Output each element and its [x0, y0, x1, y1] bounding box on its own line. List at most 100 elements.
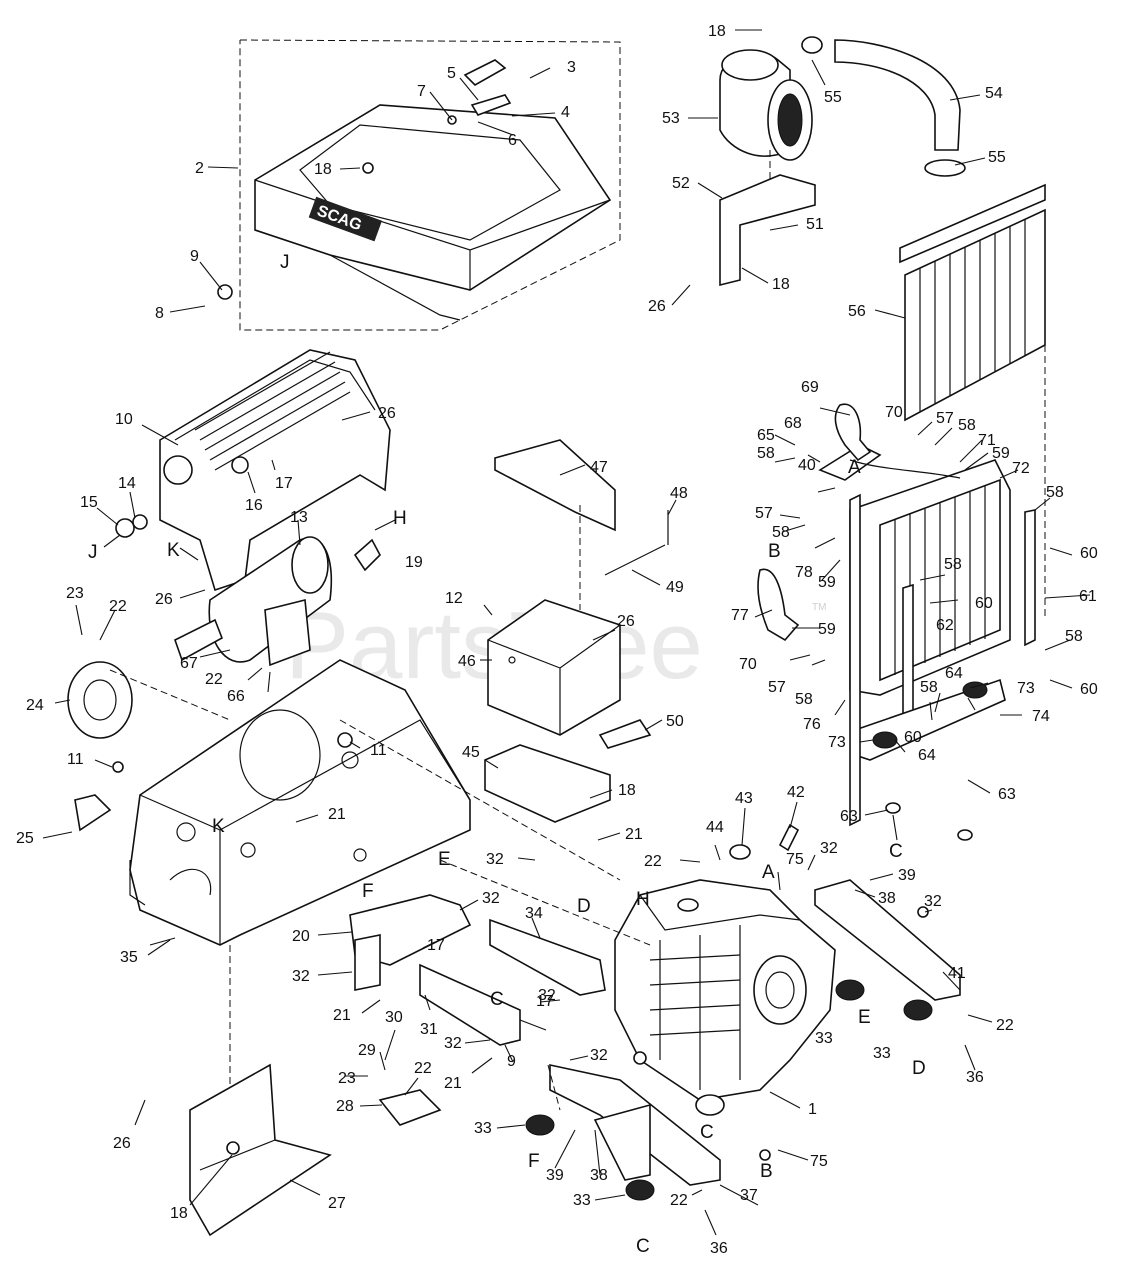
label-18: 18 [314, 161, 332, 178]
letter-F: C [490, 989, 504, 1010]
letter-G: F [528, 1151, 540, 1172]
label-48: 48 [670, 485, 688, 502]
radiator-hose-upper [834, 403, 872, 462]
label-32: 32 [590, 1047, 608, 1064]
letter-H: H [393, 508, 407, 529]
label-38: 38 [878, 890, 896, 907]
label-58: 58 [958, 417, 976, 434]
letter-J: J [88, 542, 98, 563]
label-18: 18 [708, 23, 726, 40]
label-62: 62 [936, 617, 954, 634]
label-22: 22 [109, 598, 127, 615]
label-75: 75 [786, 851, 804, 868]
label-23: 23 [66, 585, 84, 602]
label-20: 20 [292, 928, 310, 945]
label-39: 39 [546, 1167, 564, 1184]
label-36: 36 [710, 1240, 728, 1257]
letter-F: C [636, 1236, 650, 1257]
letter-C: C [700, 1122, 714, 1143]
letter-E: E [438, 849, 451, 870]
label-56: 56 [848, 303, 866, 320]
rubber-mounts-radiator [872, 681, 988, 841]
label-73: 73 [828, 734, 846, 751]
engine-bracket-rail [419, 963, 521, 1046]
letter-B: B [760, 1161, 773, 1182]
label-18: 18 [772, 276, 790, 293]
label-74: 74 [1032, 708, 1050, 725]
letter-A: A [762, 862, 775, 883]
radiator-screen-part [899, 183, 1046, 620]
label-63: 63 [840, 808, 858, 825]
label-25: 25 [16, 830, 34, 847]
label-4: 4 [561, 104, 570, 121]
label-53: 53 [662, 110, 680, 127]
label-63: 63 [998, 786, 1016, 803]
label-45: 45 [462, 744, 480, 761]
label-67: 67 [180, 655, 198, 672]
label-26: 26 [113, 1135, 131, 1152]
label-42: 42 [787, 784, 805, 801]
label-18: 18 [170, 1205, 188, 1222]
letter-H: H [636, 889, 650, 910]
label-57: 57 [936, 410, 954, 427]
label-50: 50 [666, 713, 684, 730]
leader-lines [42, 29, 1091, 1236]
engine-bracket-front [549, 1064, 721, 1186]
bracket-part [719, 174, 816, 287]
label-33: 33 [474, 1120, 492, 1137]
label-21: 21 [333, 1007, 351, 1024]
label-76: 76 [803, 716, 821, 733]
label-38: 38 [590, 1167, 608, 1184]
label-7: 7 [417, 83, 426, 100]
hose-part [801, 36, 966, 177]
engine-part [614, 879, 836, 1116]
label-41: 41 [948, 965, 966, 982]
label-58: 58 [772, 524, 790, 541]
label-21: 21 [328, 806, 346, 823]
battery-pad-part [598, 719, 652, 749]
label-13: 13 [290, 509, 308, 526]
label-47: 47 [590, 459, 608, 476]
label-68: 68 [784, 415, 802, 432]
label-72: 72 [1012, 460, 1030, 477]
watermark-tm: TM [812, 602, 826, 613]
label-60: 60 [904, 729, 922, 746]
heat-shield-27 [189, 1063, 332, 1237]
label-19: 19 [405, 554, 423, 571]
label-26: 26 [648, 298, 666, 315]
label-60: 60 [1080, 545, 1098, 562]
radiator-part [818, 444, 1036, 827]
label-60: 60 [1080, 681, 1098, 698]
engine-mounts [525, 979, 933, 1201]
label-32: 32 [820, 840, 838, 857]
label-49: 49 [666, 579, 684, 596]
alignment-lines [109, 150, 771, 1111]
label-59: 59 [992, 445, 1010, 462]
letter-G: F [362, 881, 374, 902]
label-26: 26 [378, 405, 396, 422]
label-52: 52 [672, 175, 690, 192]
letter-K: K [212, 816, 225, 837]
label-71: 71 [978, 432, 996, 449]
label-29: 29 [358, 1042, 376, 1059]
muffler-clamp-part [353, 538, 381, 572]
radiator-hose-lower [757, 568, 800, 642]
label-33: 33 [573, 1192, 591, 1209]
letter-J: J [280, 252, 290, 273]
engine-bracket-left [349, 894, 472, 991]
label-5: 5 [447, 65, 456, 82]
label-21: 21 [625, 826, 643, 843]
label-31: 31 [420, 1021, 438, 1038]
label-34: 34 [525, 905, 543, 922]
label-2: 2 [195, 160, 204, 177]
label-64: 64 [945, 665, 963, 682]
label-69: 69 [801, 379, 819, 396]
label-32: 32 [444, 1035, 462, 1052]
label-32: 32 [292, 968, 310, 985]
label-23: 23 [338, 1070, 356, 1087]
label-32: 32 [482, 890, 500, 907]
air-cleaner-part [719, 49, 813, 161]
label-26: 26 [617, 613, 635, 630]
label-73: 73 [1017, 680, 1035, 697]
